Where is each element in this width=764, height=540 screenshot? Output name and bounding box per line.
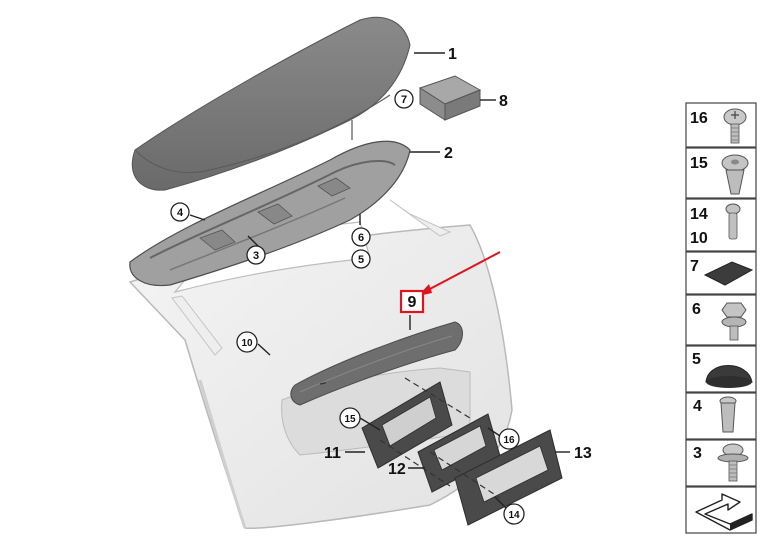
callout-4: 4 [170, 202, 190, 222]
svg-text:4: 4 [177, 207, 184, 219]
svg-text:16: 16 [690, 110, 708, 127]
svg-text:15: 15 [344, 414, 356, 425]
callout-1: 1 [448, 46, 457, 63]
callout-3: 3 [246, 245, 266, 265]
bracket-12 [417, 413, 501, 493]
callout-14: 14 [503, 503, 525, 525]
svg-text:10: 10 [241, 338, 253, 349]
plate-holder-13 [454, 429, 563, 526]
svg-text:3: 3 [693, 445, 702, 462]
parts-cell-symbol [685, 486, 757, 534]
svg-text:5: 5 [358, 254, 364, 266]
callout-13: 13 [574, 445, 592, 462]
svg-text:4: 4 [693, 398, 702, 415]
assembly-arrow-icon [695, 493, 753, 531]
hex-nut-bolt-icon [721, 302, 747, 341]
spoiler [131, 16, 411, 191]
callout-16: 16 [498, 428, 520, 450]
parts-cell-7[interactable]: 7 [685, 251, 757, 295]
plastic-expansion-nut-icon [719, 396, 737, 433]
parts-cell-15[interactable]: 15 [685, 147, 757, 199]
handle-trim-strip [290, 321, 463, 406]
svg-text:9: 9 [408, 294, 417, 311]
svg-text:10: 10 [690, 230, 708, 247]
callout-5: 5 [351, 249, 371, 269]
svg-text:16: 16 [503, 435, 515, 446]
svg-text:14: 14 [690, 206, 708, 223]
expanding-rivet-icon [721, 154, 749, 195]
callout-12: 12 [388, 461, 406, 478]
callout-10: 10 [236, 331, 258, 353]
svg-text:5: 5 [692, 351, 701, 368]
callout-8: 8 [499, 93, 508, 110]
washer-screw-icon [717, 443, 749, 482]
svg-text:7: 7 [690, 258, 699, 275]
parts-cell-3[interactable]: 3 [685, 439, 757, 487]
parts-column: 16 15 14 10 [685, 102, 757, 534]
svg-text:14: 14 [508, 510, 520, 521]
parts-cell-5[interactable]: 5 [685, 345, 757, 393]
parts-cell-6[interactable]: 6 [685, 294, 757, 346]
callout-11: 11 [324, 445, 341, 462]
bolt-icon [725, 203, 741, 240]
callout-9-highlighted[interactable]: 9 [399, 289, 425, 314]
callout-6: 6 [351, 227, 371, 247]
parts-cell-14-10[interactable]: 14 10 [685, 198, 757, 252]
plain-callouts: 1 2 8 11 12 13 [324, 46, 592, 478]
svg-text:15: 15 [690, 155, 708, 172]
bracket-11 [361, 381, 453, 469]
torx-screw-icon [723, 108, 747, 144]
callout-15: 15 [339, 407, 361, 429]
callout-7: 7 [394, 89, 414, 109]
assembly-lines [319, 377, 501, 499]
svg-text:6: 6 [358, 232, 364, 244]
callout-2: 2 [444, 145, 453, 162]
foam-pad-icon [703, 261, 754, 286]
spoiler-carrier-frame [129, 120, 411, 287]
svg-text:6: 6 [692, 301, 701, 318]
rubber-buffer-icon [705, 365, 753, 388]
parts-cell-16[interactable]: 16 [685, 102, 757, 148]
svg-text:3: 3 [253, 250, 259, 262]
svg-text:7: 7 [401, 94, 407, 106]
foam-pad-part [418, 75, 482, 121]
circled-callouts: 7 4 3 6 5 10 15 16 [170, 89, 525, 525]
parts-cell-4[interactable]: 4 [685, 392, 757, 440]
